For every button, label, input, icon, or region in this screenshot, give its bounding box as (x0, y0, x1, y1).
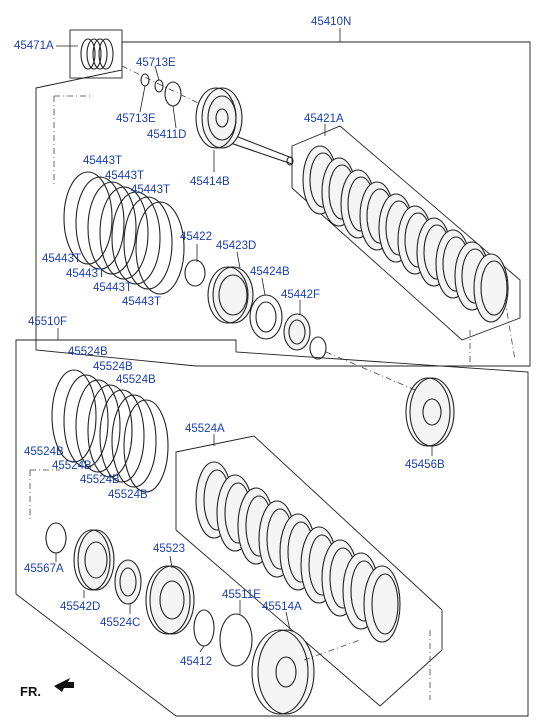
front-direction-arrow (54, 678, 74, 692)
label-45514A: 45514A (262, 601, 302, 613)
snap-ring (135, 201, 185, 295)
clutch-discs-45524A (195, 461, 401, 643)
label-45524B-6: 45524B (80, 474, 120, 486)
label-45524B-5: 45524B (52, 460, 92, 472)
upper-assembly-boundary (35, 41, 531, 367)
clutch-disc-inner (480, 260, 508, 316)
label-45542D: 45542D (60, 601, 100, 613)
snap-ring (63, 171, 113, 265)
snap-ring (87, 384, 133, 478)
ring-45567A (45, 522, 67, 554)
snap-ring (99, 186, 149, 280)
snap-ring-45411D (164, 81, 182, 107)
shaft-gear-45414B (195, 87, 294, 166)
clutch-disc (363, 565, 401, 643)
label-45443T-1: 45443T (83, 155, 122, 167)
ring-45422 (184, 259, 206, 287)
snap-ring (111, 394, 157, 488)
snap-ring (75, 379, 121, 473)
label-45713E-top: 45713E (136, 57, 176, 69)
label-45443T-2: 45443T (105, 170, 144, 182)
clutch-disc-inner (371, 573, 399, 635)
snap-ring (75, 176, 125, 270)
label-45443T-3: 45443T (131, 184, 170, 196)
clutch-disc (473, 253, 509, 323)
snap-ring (123, 399, 169, 493)
ring-45412 (193, 609, 215, 647)
clutch-discs-45421A (302, 145, 509, 323)
spring-pack-box (69, 29, 123, 79)
o-ring-45713E-b (154, 79, 164, 93)
label-45524B-1: 45524B (68, 346, 108, 358)
label-45567A: 45567A (24, 563, 64, 575)
clutch-pack-box-45421A (291, 125, 521, 341)
label-45511E: 45511E (222, 589, 261, 601)
clutch-pack-box-45524A (175, 435, 443, 707)
label-45713E-bottom: 45713E (116, 113, 156, 125)
label-45524A: 45524A (185, 423, 225, 435)
snap-ring (63, 374, 109, 468)
label-45443T-5: 45443T (66, 268, 105, 280)
spring-pack-45524C (114, 559, 142, 605)
spring-pack-45471A (80, 38, 114, 70)
label-45524C: 45524C (100, 617, 140, 629)
label-45424B: 45424B (250, 266, 290, 278)
label-45443T-4: 45443T (42, 253, 81, 265)
ring-45511E (219, 613, 253, 667)
label-45412: 45412 (180, 656, 212, 668)
snap-ring (99, 389, 145, 483)
hub-45514A (251, 629, 315, 715)
gear-45456B (405, 377, 455, 447)
label-45421A: 45421A (304, 113, 344, 125)
label-45411D: 45411D (147, 129, 186, 141)
plate-45442F (283, 313, 311, 351)
label-45422: 45422 (180, 231, 212, 243)
lower-assembly-boundary (15, 339, 529, 717)
label-45442F: 45442F (281, 289, 320, 301)
label-45410N: 45410N (311, 16, 351, 28)
plate-45542D (73, 529, 115, 591)
piston-45523 (145, 565, 195, 635)
label-45456B: 45456B (405, 459, 445, 471)
label-45524B-2: 45524B (93, 361, 133, 373)
label-45523: 45523 (153, 543, 185, 555)
label-front: FR. (20, 684, 41, 699)
label-45414B: 45414B (190, 176, 230, 188)
snap-ring-small (309, 336, 327, 360)
label-45471A: 45471A (14, 40, 54, 52)
label-45524B-7: 45524B (108, 489, 148, 501)
snap-ring (123, 196, 173, 290)
snap-ring (87, 181, 137, 275)
snap-rings-45443T (63, 171, 185, 295)
label-45443T-7: 45443T (122, 296, 161, 308)
label-45510F: 45510F (28, 316, 67, 328)
snap-rings-45524B (51, 369, 169, 493)
label-45423D: 45423D (216, 240, 256, 252)
snap-ring (51, 369, 97, 463)
piston-45423D (207, 266, 254, 324)
label-45524B-3: 45524B (116, 374, 156, 386)
label-45443T-6: 45443T (93, 282, 132, 294)
spring-retainer-45424B (249, 294, 283, 340)
snap-ring (111, 191, 161, 285)
label-45524B-4: 45524B (24, 446, 64, 458)
